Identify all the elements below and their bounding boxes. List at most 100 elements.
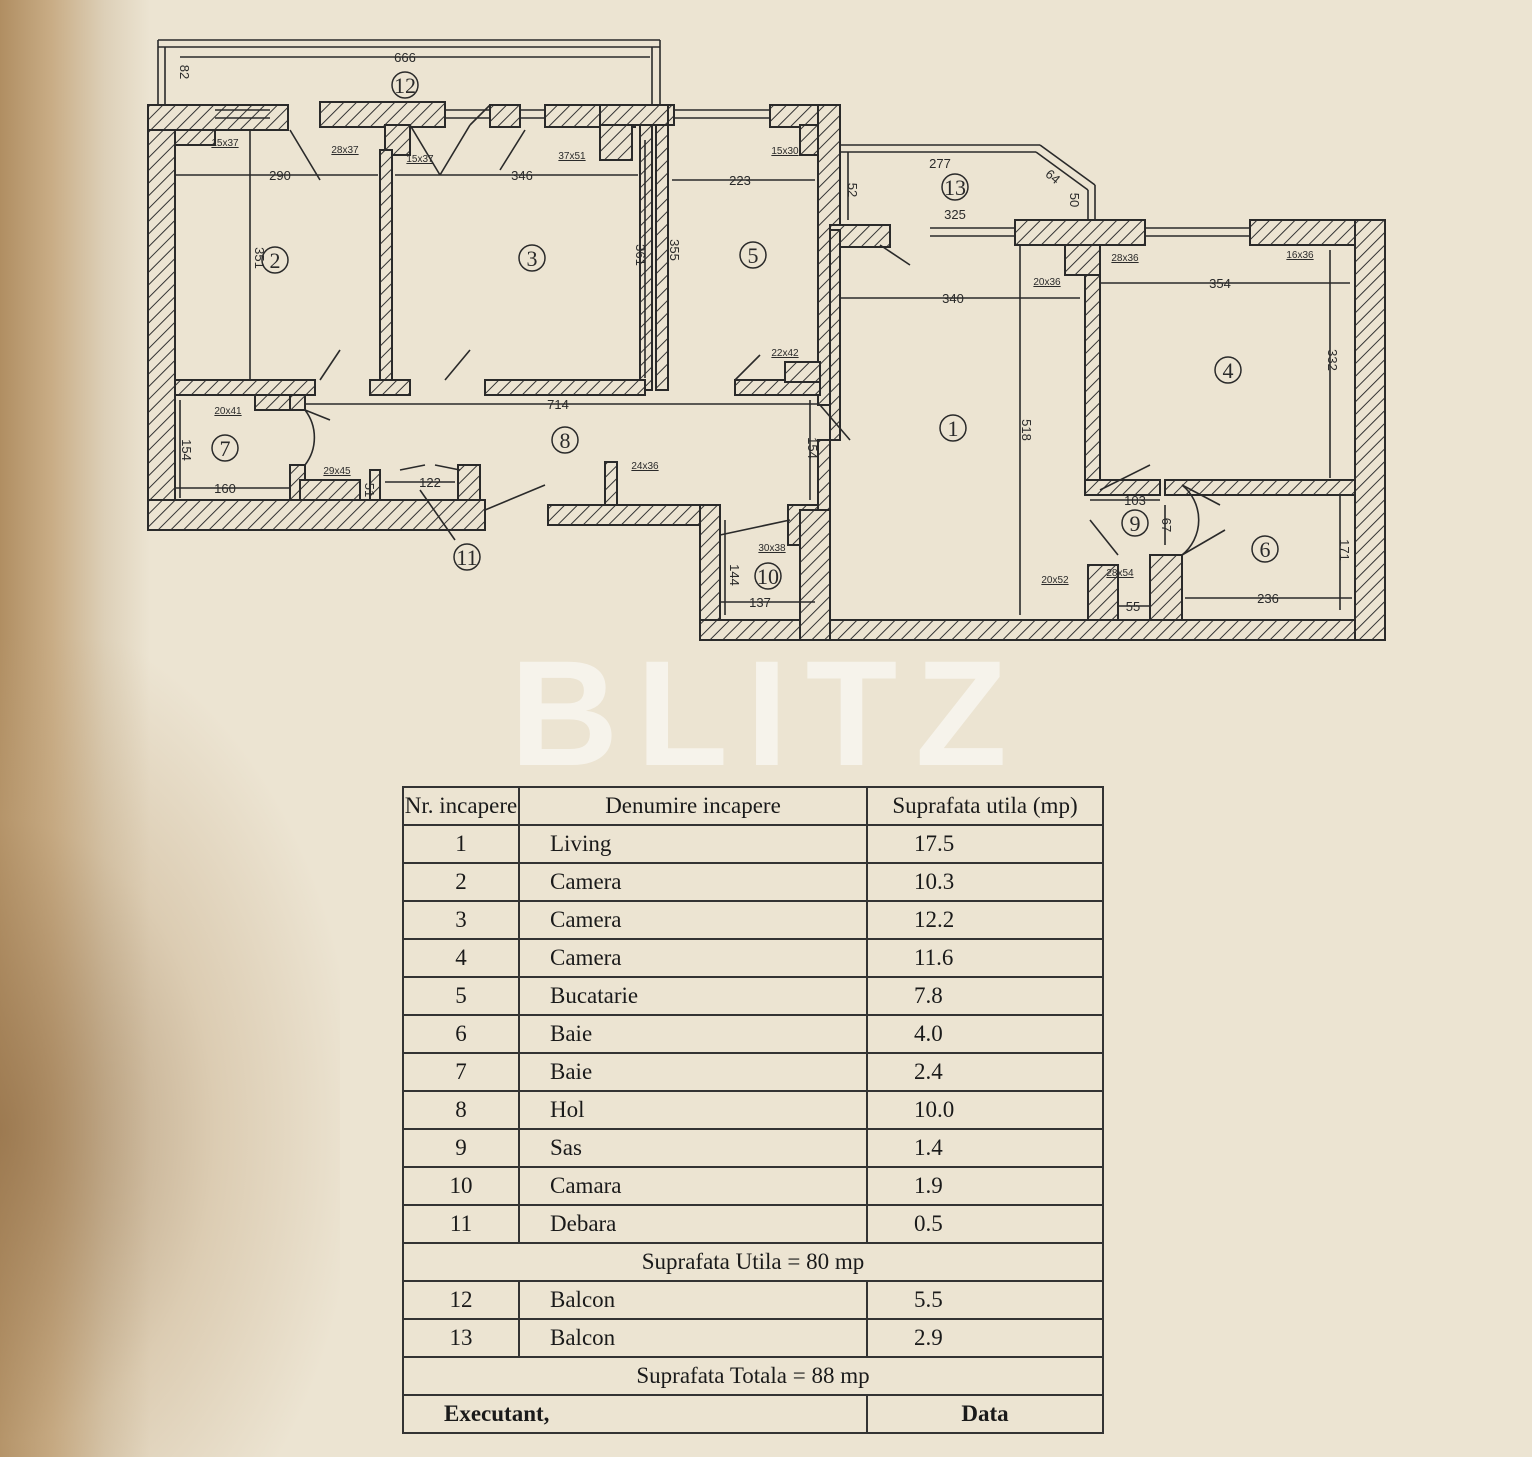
room-name: Camera xyxy=(518,938,868,978)
room-number-circle xyxy=(453,543,481,571)
wall xyxy=(369,379,411,396)
room-number: 13 xyxy=(402,1318,520,1358)
dimension-label: 354 xyxy=(1209,276,1231,291)
room-number-circle xyxy=(939,414,967,442)
dimension-label: 103 xyxy=(1124,493,1146,508)
wall xyxy=(784,361,821,383)
wall xyxy=(319,101,446,128)
room-number-circle xyxy=(941,173,969,201)
footer-row: Executant, Data xyxy=(402,1394,1104,1434)
room-name: Sas xyxy=(518,1128,868,1168)
dimension-label: 340 xyxy=(942,291,964,306)
room-area: 10.3 xyxy=(866,862,1104,902)
line xyxy=(1181,529,1226,556)
wall xyxy=(1149,554,1183,621)
room-area: 1.9 xyxy=(866,1166,1104,1206)
dimension-label: 346 xyxy=(511,168,533,183)
line xyxy=(304,409,331,421)
line xyxy=(1089,519,1119,556)
wall xyxy=(1064,244,1101,276)
dimension-label: 518 xyxy=(1019,419,1034,441)
executant-label: Executant, xyxy=(402,1394,868,1434)
room-number-circle xyxy=(211,434,239,462)
line xyxy=(1039,144,1096,186)
wall xyxy=(174,379,316,396)
total-row: Suprafata Totala = 88 mp xyxy=(402,1356,1104,1396)
line xyxy=(319,349,341,381)
date-label: Data xyxy=(866,1394,1104,1434)
line xyxy=(734,354,761,381)
room-number-label: 6 xyxy=(1260,537,1271,562)
line xyxy=(1099,464,1151,491)
room-area: 10.0 xyxy=(866,1090,1104,1130)
dimension-label: 55 xyxy=(1126,599,1140,614)
room-area: 12.2 xyxy=(866,900,1104,940)
dimension-label: 361 xyxy=(633,244,648,266)
dimension-label: 236 xyxy=(1257,591,1279,606)
wall xyxy=(489,104,521,128)
line xyxy=(419,489,456,541)
wall xyxy=(655,124,669,391)
pillar-size-label: 20x41 xyxy=(214,406,242,417)
room-number: 1 xyxy=(402,824,520,864)
line xyxy=(484,484,546,511)
header-area: Suprafata utila (mp) xyxy=(866,786,1104,826)
dimension-label: 137 xyxy=(749,595,771,610)
room-number: 5 xyxy=(402,976,520,1016)
room-number: 6 xyxy=(402,1014,520,1054)
room-number-label: 7 xyxy=(220,436,231,461)
table-header: Nr. incapere Denumire incapere Suprafata… xyxy=(402,786,1104,826)
pillar-size-label: 29x45 xyxy=(323,466,351,477)
dimension-label: 154 xyxy=(805,437,820,459)
room-number: 10 xyxy=(402,1166,520,1206)
room-area: 2.9 xyxy=(866,1318,1104,1358)
wall xyxy=(1014,219,1146,246)
room-number-label: 12 xyxy=(394,73,416,98)
line xyxy=(409,124,441,176)
line xyxy=(289,129,321,181)
wall xyxy=(734,379,821,396)
dimension-label: 277 xyxy=(929,156,951,171)
room-number-label: 10 xyxy=(757,564,779,589)
line xyxy=(1035,151,1089,191)
room-name: Camera xyxy=(518,900,868,940)
room-number: 3 xyxy=(402,900,520,940)
wall xyxy=(457,464,481,501)
dimension-label: 355 xyxy=(667,239,682,261)
pillar-size-label: 15x37 xyxy=(211,138,239,149)
header-nr: Nr. incapere xyxy=(402,786,520,826)
pillar-size-label: 28x54 xyxy=(1106,568,1134,579)
room-name: Camera xyxy=(518,862,868,902)
room-number: 11 xyxy=(402,1204,520,1244)
dimension-label: 160 xyxy=(214,481,236,496)
wall xyxy=(1084,274,1101,491)
room-area: 0.5 xyxy=(866,1204,1104,1244)
wall xyxy=(289,394,306,411)
pillar-size-label: 28x36 xyxy=(1111,253,1139,264)
wall xyxy=(1087,564,1119,621)
dimension-label: 52 xyxy=(845,183,860,197)
pillar-size-label: 37x51 xyxy=(558,151,586,162)
room-area: 7.8 xyxy=(866,976,1104,1016)
dimension-label: 332 xyxy=(1325,349,1340,371)
pillar-size-label: 22x42 xyxy=(771,348,799,359)
wall xyxy=(1354,219,1386,641)
line xyxy=(819,404,851,441)
wall xyxy=(1164,479,1361,496)
header-name: Denumire incapere xyxy=(518,786,868,826)
room-area: 1.4 xyxy=(866,1128,1104,1168)
room-number: 9 xyxy=(402,1128,520,1168)
rooms-table: Nr. incapere Denumire incapere Suprafata… xyxy=(402,786,1104,1434)
room-number: 4 xyxy=(402,938,520,978)
watermark: BLITZ xyxy=(510,629,1025,797)
room-area: 5.5 xyxy=(866,1280,1104,1320)
line xyxy=(399,464,426,471)
pillar-size-label: 30x38 xyxy=(758,543,786,554)
